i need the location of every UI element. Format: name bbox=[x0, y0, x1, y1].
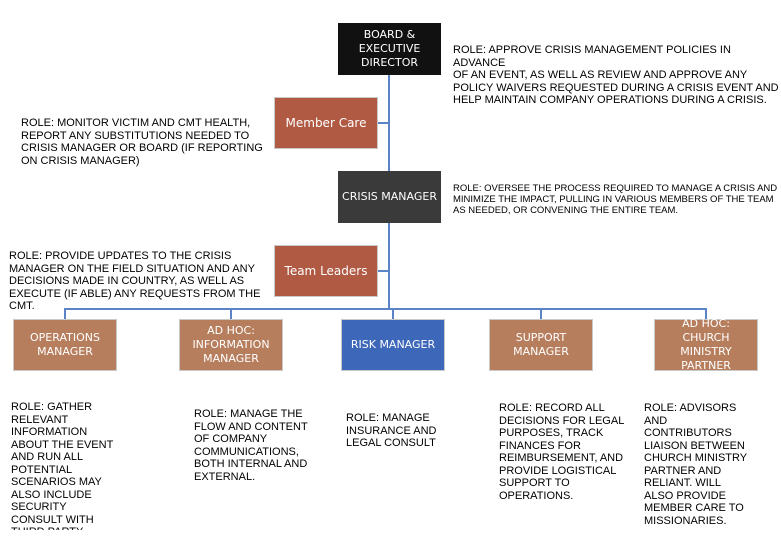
connector-member-care bbox=[376, 122, 389, 124]
role-church-partner: ROLE: ADVISORS AND CONTRIBUTORS LIAISON … bbox=[644, 402, 748, 527]
node-support-manager-label: SUPPORT MANAGER bbox=[513, 331, 569, 358]
connector-info-manager bbox=[230, 308, 232, 320]
node-board-label: BOARD & EXECUTIVE DIRECTOR bbox=[358, 28, 421, 69]
node-crisis-manager: CRISIS MANAGER bbox=[338, 171, 441, 223]
node-board: BOARD & EXECUTIVE DIRECTOR bbox=[338, 23, 441, 75]
node-information-manager-label: AD HOC: INFORMATION MANAGER bbox=[192, 324, 270, 365]
connector-support bbox=[540, 308, 542, 320]
role-risk-manager: ROLE: MANAGE INSURANCE AND LEGAL CONSULT bbox=[346, 412, 437, 449]
role-team-leaders: ROLE: PROVIDE UPDATES TO THE CRISIS MANA… bbox=[9, 250, 261, 312]
node-member-care-label: Member Care bbox=[285, 116, 367, 130]
node-church-partner: AD HOC: CHURCH MINISTRY PARTNER bbox=[654, 317, 758, 372]
node-church-partner-label: AD HOC: CHURCH MINISTRY PARTNER bbox=[680, 317, 732, 372]
node-operations-manager-label: OPERATIONS MANAGER bbox=[30, 331, 100, 358]
role-board: ROLE: APPROVE CRISIS MANAGEMENT POLICIES… bbox=[453, 44, 779, 106]
node-team-leaders-label: Team Leaders bbox=[284, 264, 368, 278]
connector-risk-manager bbox=[392, 308, 394, 320]
connector-church-partner bbox=[705, 308, 707, 320]
node-member-care: Member Care bbox=[274, 97, 378, 149]
node-team-leaders: Team Leaders bbox=[274, 245, 378, 297]
node-crisis-manager-label: CRISIS MANAGER bbox=[342, 190, 437, 203]
connector-horizontal-bar bbox=[64, 308, 707, 310]
role-information-manager: ROLE: MANAGE THE FLOW AND CONTENT OF COM… bbox=[194, 408, 308, 483]
role-member-care: ROLE: MONITOR VICTIM AND CMT HEALTH, REP… bbox=[21, 117, 263, 167]
role-operations-manager: ROLE: GATHER RELEVANT INFORMATION ABOUT … bbox=[11, 401, 114, 530]
connector-operations bbox=[64, 308, 66, 320]
connector-team-leaders bbox=[376, 270, 389, 272]
node-risk-manager: RISK MANAGER bbox=[341, 319, 445, 371]
node-operations-manager: OPERATIONS MANAGER bbox=[13, 319, 117, 371]
role-support-manager: ROLE: RECORD ALL DECISIONS FOR LEGAL PUR… bbox=[499, 402, 625, 502]
role-crisis-manager: ROLE: OVERSEE THE PROCESS REQUIRED TO MA… bbox=[453, 184, 778, 216]
node-risk-manager-label: RISK MANAGER bbox=[350, 338, 436, 351]
node-information-manager: AD HOC: INFORMATION MANAGER bbox=[179, 319, 283, 371]
node-support-manager: SUPPORT MANAGER bbox=[489, 319, 593, 371]
